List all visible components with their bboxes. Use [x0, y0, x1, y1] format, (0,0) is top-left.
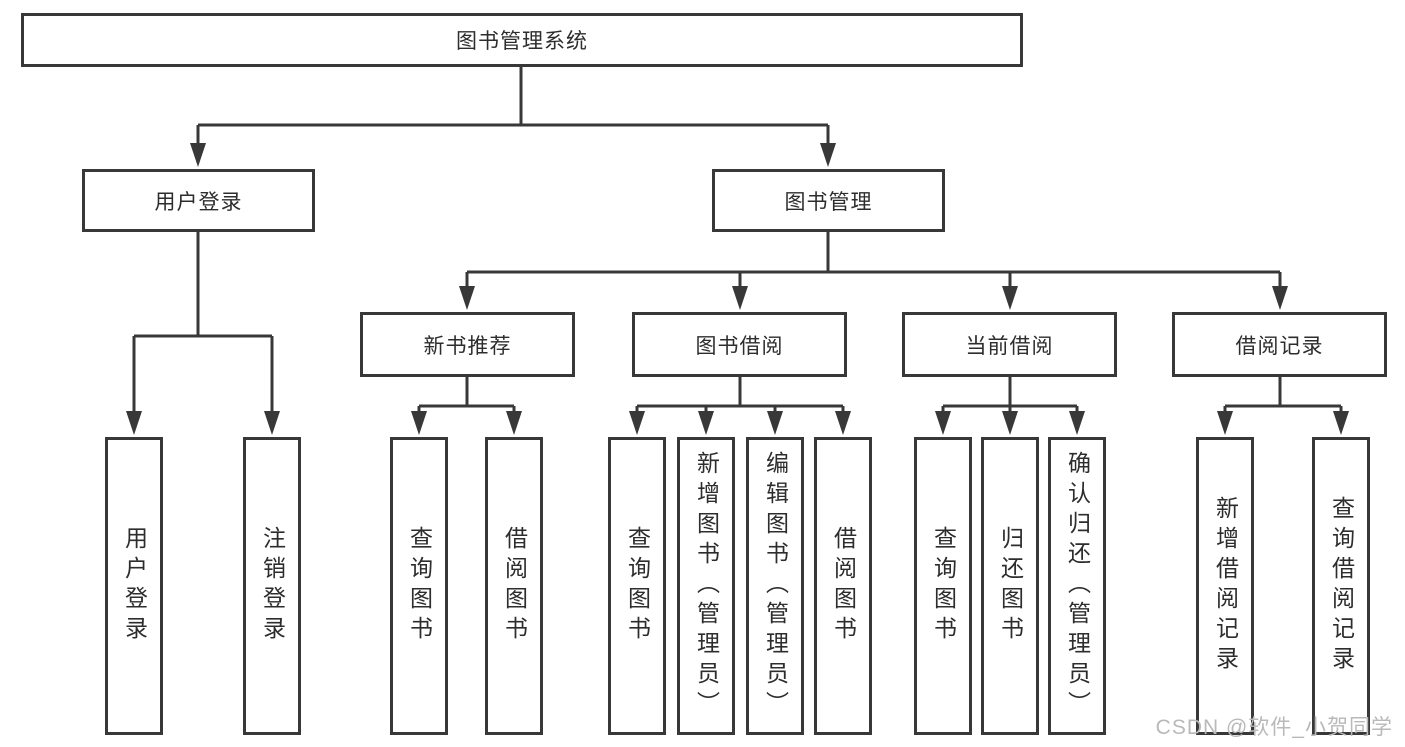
csdn-watermark: CSDN @软件_小贺同学	[1155, 716, 1393, 739]
leaf-query-borrow-record-label: 查询借阅记录	[1328, 496, 1355, 676]
leaf-borrow-borrow-books-label: 借阅图书	[830, 526, 857, 646]
node-book-management: 图书管理	[712, 169, 945, 232]
leaf-confirm-return-admin: 确认归还（管理员）	[1048, 437, 1106, 735]
leaf-return-books: 归还图书	[981, 437, 1039, 735]
node-new-book-recommend: 新书推荐	[360, 312, 575, 377]
leaf-newbook-borrow-books: 借阅图书	[485, 437, 543, 735]
leaf-add-borrow-record: 新增借阅记录	[1196, 437, 1254, 735]
leaf-borrow-query-books-label: 查询图书	[624, 526, 651, 646]
node-book-borrowing: 图书借阅	[632, 312, 847, 377]
node-borrowing-records-label: 借阅记录	[1235, 334, 1324, 358]
leaf-add-books-admin-label: 新增图书（管理员）	[693, 451, 720, 721]
leaf-logout: 注销登录	[243, 437, 301, 735]
leaf-current-query-books: 查询图书	[914, 437, 972, 735]
leaf-newbook-query-books: 查询图书	[390, 437, 448, 735]
leaf-user-login-label: 用户登录	[121, 526, 148, 646]
node-root-system: 图书管理系统	[21, 13, 1023, 67]
leaf-borrow-borrow-books: 借阅图书	[814, 437, 872, 735]
leaf-edit-books-admin: 编辑图书（管理员）	[746, 437, 804, 735]
node-borrowing-records: 借阅记录	[1172, 312, 1387, 377]
leaf-user-login: 用户登录	[105, 437, 163, 735]
node-current-borrowing-label: 当前借阅	[965, 334, 1054, 358]
leaf-current-query-books-label: 查询图书	[930, 526, 957, 646]
leaf-newbook-borrow-books-label: 借阅图书	[501, 526, 528, 646]
node-new-book-recommend-label: 新书推荐	[423, 334, 512, 358]
leaf-add-borrow-record-label: 新增借阅记录	[1212, 496, 1239, 676]
leaf-return-books-label: 归还图书	[997, 526, 1024, 646]
leaf-logout-label: 注销登录	[259, 526, 286, 646]
leaf-newbook-query-books-label: 查询图书	[406, 526, 433, 646]
leaf-add-books-admin: 新增图书（管理员）	[677, 437, 735, 735]
node-root-label: 图书管理系统	[456, 30, 588, 53]
leaf-edit-books-admin-label: 编辑图书（管理员）	[762, 451, 789, 721]
leaf-query-borrow-record: 查询借阅记录	[1312, 437, 1370, 735]
node-user-login-label: 用户登录	[154, 190, 243, 214]
node-user-login: 用户登录	[82, 169, 315, 232]
node-book-management-label: 图书管理	[784, 190, 873, 214]
leaf-confirm-return-admin-label: 确认归还（管理员）	[1064, 451, 1091, 721]
node-book-borrowing-label: 图书借阅	[695, 334, 784, 358]
leaf-borrow-query-books: 查询图书	[608, 437, 666, 735]
node-current-borrowing: 当前借阅	[902, 312, 1117, 377]
